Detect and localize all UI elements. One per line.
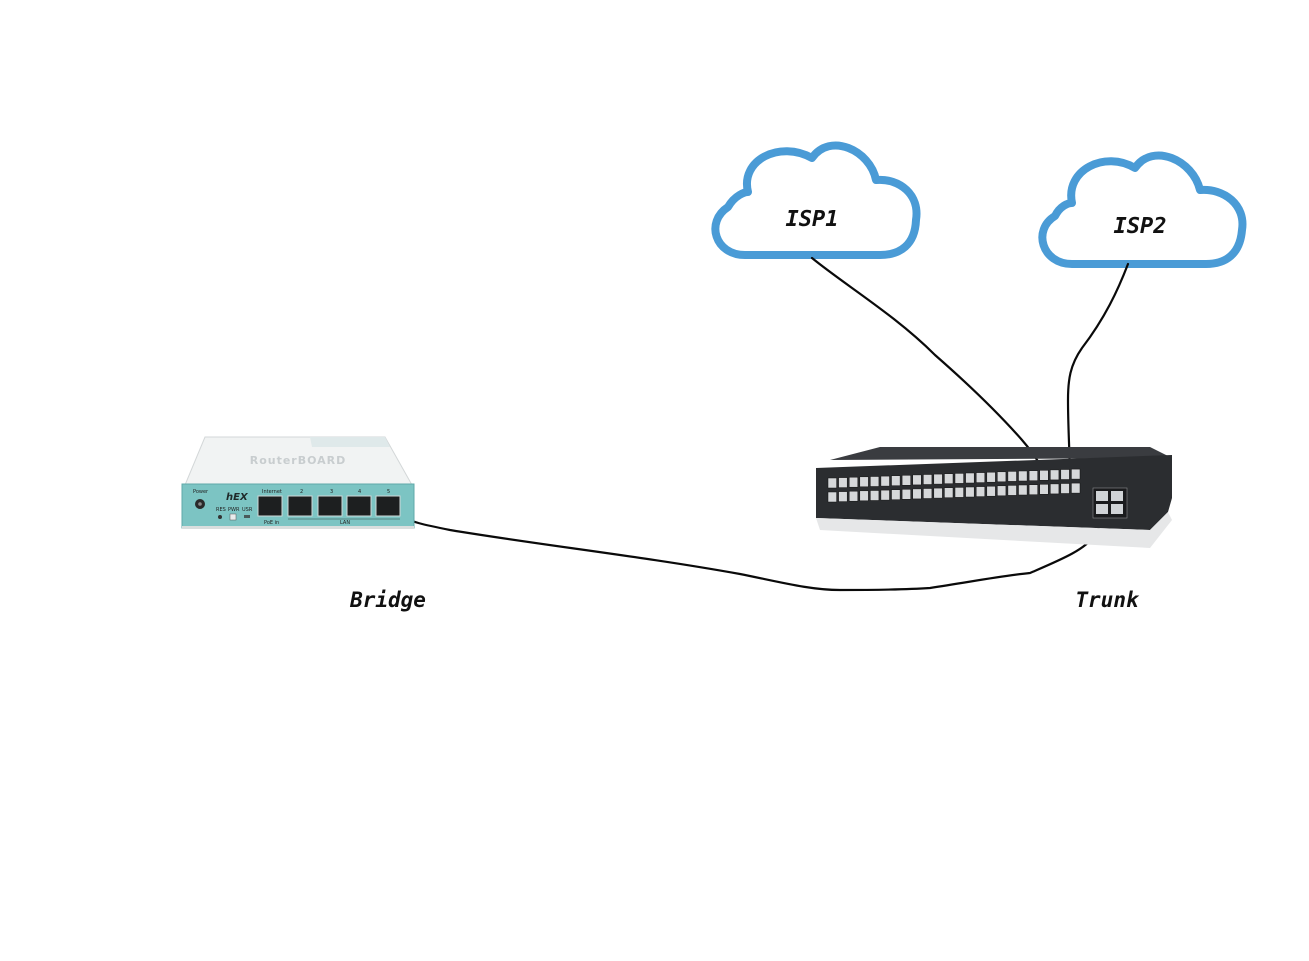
router-res-label: RES <box>216 507 226 513</box>
router-port-5 <box>375 495 401 517</box>
switch-port <box>1018 484 1028 496</box>
switch-port <box>912 474 922 486</box>
switch-port <box>1050 483 1060 495</box>
switch-shadow <box>816 512 1172 548</box>
switch-port <box>891 489 901 500</box>
switch-port <box>944 487 954 498</box>
switch-ports <box>827 468 1081 503</box>
switch-device <box>816 447 1172 548</box>
switch-port <box>944 473 954 484</box>
router-usb-port <box>229 513 237 521</box>
switch-port <box>1039 484 1049 495</box>
switch-port <box>965 472 975 484</box>
switch-port <box>880 475 890 487</box>
cable-isp2-to-switch <box>1066 262 1130 487</box>
switch-port <box>965 486 975 498</box>
cable-router-to-switch <box>394 503 1112 592</box>
isp1-cloud: ISP1 <box>711 141 921 259</box>
switch-port <box>923 488 933 499</box>
switch-port <box>997 485 1007 497</box>
isp2-cloud: ISP2 <box>1038 151 1247 268</box>
router-top-highlight <box>310 437 390 447</box>
switch-port <box>827 491 837 503</box>
router-pwr-label: PWR <box>228 507 240 513</box>
switch-port <box>986 485 996 497</box>
router-bottom-edge <box>182 526 414 529</box>
switch-port <box>986 471 996 483</box>
router-reset-hole <box>218 515 222 519</box>
switch-port <box>954 473 964 484</box>
router-internet-label: Internet <box>262 489 282 495</box>
switch-top <box>830 447 1172 460</box>
router-role-label: Bridge <box>349 588 426 612</box>
router-port-5-number: 5 <box>387 489 390 495</box>
switch-port <box>1039 470 1049 481</box>
switch-port <box>838 491 848 502</box>
switch-port <box>1060 469 1070 480</box>
switch-port <box>1060 483 1070 494</box>
switch-port <box>901 475 911 486</box>
router-port-internet <box>257 495 283 517</box>
switch-port <box>1071 482 1081 494</box>
switch-uplink-port-3 <box>1096 504 1108 514</box>
switch-port <box>848 476 859 488</box>
switch-port <box>1050 469 1060 481</box>
isp2-cloud-shape <box>1038 151 1247 268</box>
router-port-4 <box>346 495 372 517</box>
switch-role-label: Trunk <box>1075 588 1140 612</box>
switch-uplink-port-2 <box>1111 491 1123 501</box>
switch-port <box>848 490 859 502</box>
switch-uplink-port-4 <box>1111 504 1123 514</box>
router-port-2-number: 2 <box>300 489 303 495</box>
router-port-3 <box>317 495 343 517</box>
switch-port <box>933 487 943 499</box>
switch-port <box>1028 470 1038 481</box>
switch-port <box>954 487 964 498</box>
isp2-label: ISP2 <box>1114 214 1167 239</box>
router-port-2 <box>287 495 313 517</box>
switch-port <box>1007 471 1017 482</box>
switch-port <box>1071 468 1081 480</box>
switch-port <box>975 486 986 497</box>
switch-port <box>859 490 869 502</box>
switch-uplink-port-1 <box>1096 491 1108 501</box>
switch-port <box>1018 470 1028 482</box>
switch-port <box>827 477 837 489</box>
router-ports <box>257 495 401 517</box>
switch-port <box>1028 484 1038 495</box>
router-usr-led <box>244 515 250 518</box>
switch-port <box>870 490 880 501</box>
router-power-jack-inner <box>198 502 202 506</box>
switch-port <box>891 475 901 486</box>
switch-port <box>975 472 986 483</box>
router-power-label: Power <box>193 489 209 495</box>
router-lan-label: LAN <box>340 520 350 526</box>
switch-port <box>1007 485 1017 496</box>
switch-port <box>859 476 869 488</box>
switch-port <box>880 489 890 501</box>
router-usr-label: USR <box>242 507 253 513</box>
switch-port <box>933 473 943 485</box>
switch-port <box>997 471 1007 483</box>
router-device: RouterBOARD Power hEX RES PWR USR Intern… <box>181 436 415 529</box>
switch-port <box>923 474 933 485</box>
switch-port <box>901 489 911 500</box>
isp1-label: ISP1 <box>786 207 839 232</box>
switch-port <box>912 488 922 500</box>
router-poe-in-label: PoE in <box>264 520 279 526</box>
switch-port <box>870 476 880 487</box>
isp1-cloud-shape <box>711 141 921 259</box>
router-model-label: hEX <box>226 492 249 503</box>
router-brand-label: RouterBOARD <box>250 454 347 467</box>
router-port-3-number: 3 <box>330 489 333 495</box>
router-port-4-number: 4 <box>358 489 361 495</box>
switch-port <box>838 477 848 488</box>
